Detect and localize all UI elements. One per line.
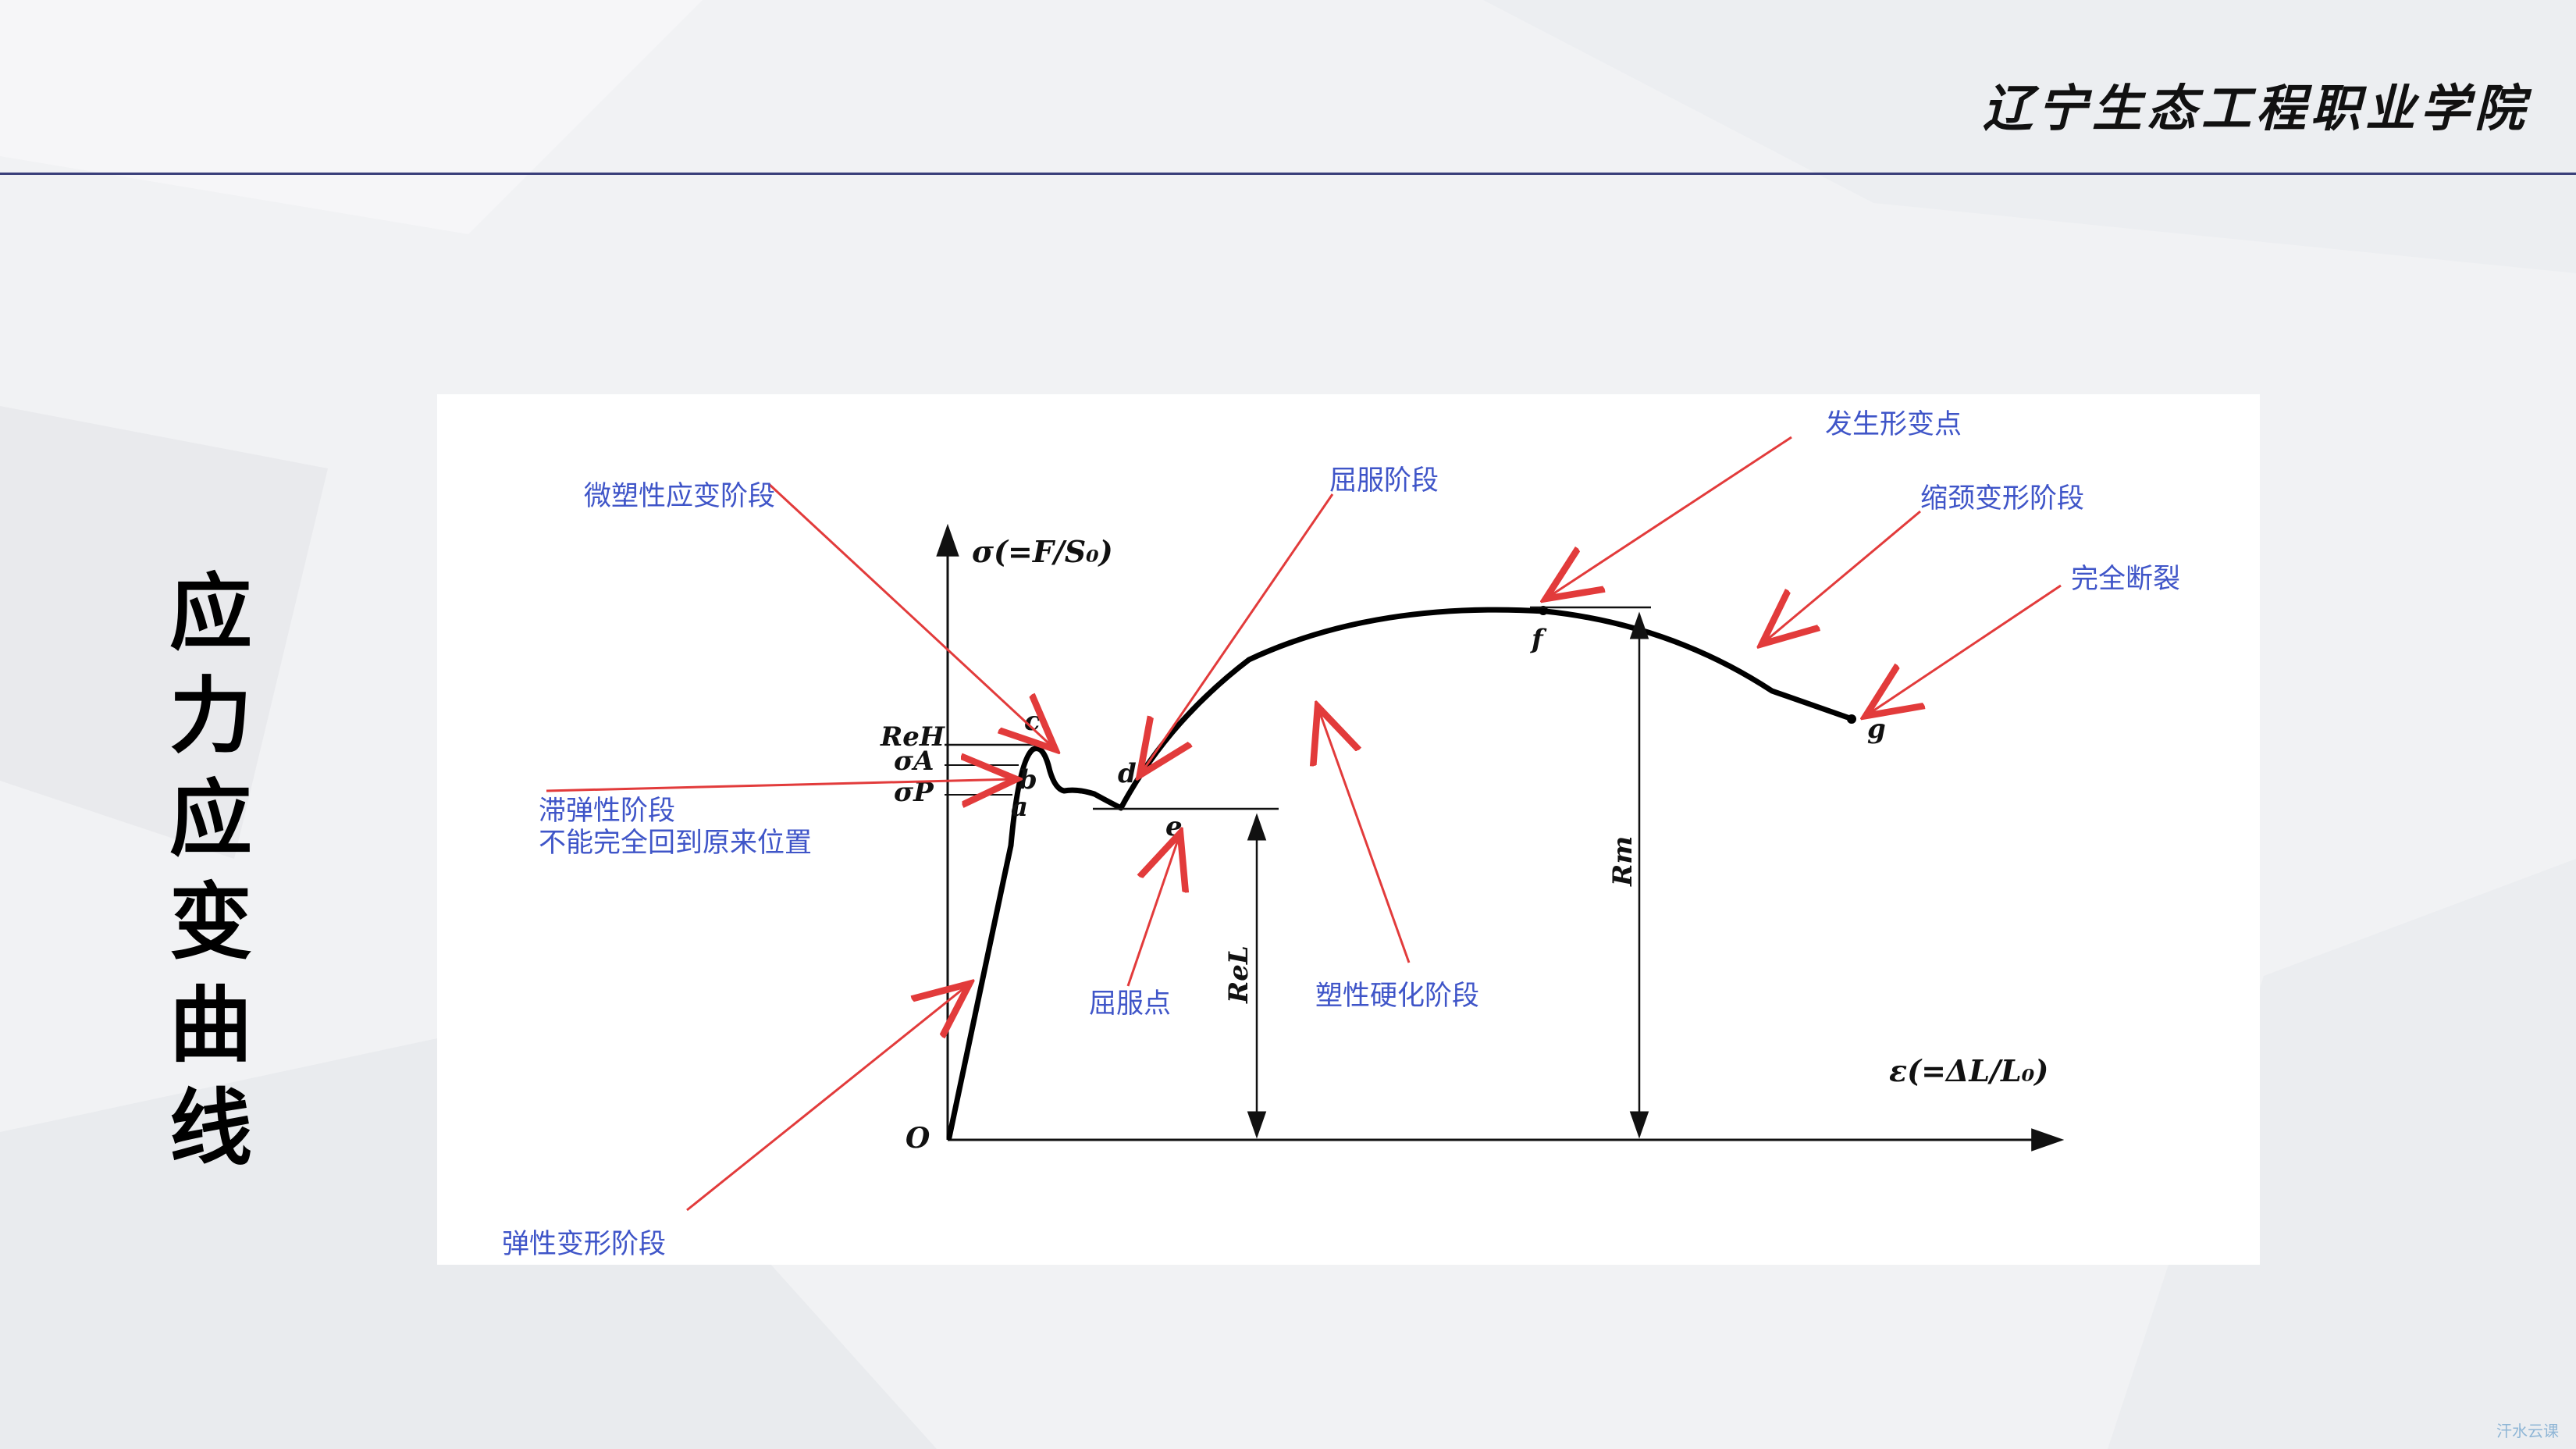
y-axis-label: σ(=F/S₀): [972, 534, 1113, 569]
annotation-deformation-point: 发生形变点: [1825, 409, 1962, 440]
sigma-a-label: σA: [894, 746, 934, 777]
diagram-svg: σ(=F/S₀) ε(=ΔL/L₀) O ReH σA σP ReL Rm a …: [502, 409, 2180, 1260]
point-a-label: a: [1011, 792, 1028, 823]
reh-label: ReH: [880, 721, 946, 753]
annotation-necking-stage: 缩颈变形阶段: [1920, 483, 2084, 514]
annotation-anelastic-1: 滞弹性阶段: [539, 796, 675, 827]
rel-label: ReL: [1223, 945, 1254, 1004]
annotation-yield-stage: 屈服阶段: [1329, 465, 1439, 497]
watermark: 汗水云课: [2496, 1422, 2559, 1440]
annotation-micro-plastic: 微塑性应变阶段: [584, 481, 775, 512]
origin-label: O: [906, 1122, 930, 1155]
annotation-fracture: 完全断裂: [2071, 564, 2180, 595]
header-rule: [0, 173, 2576, 175]
annotation-hardening-stage: 塑性硬化阶段: [1315, 981, 1479, 1012]
page-title: 应力应变曲线: [169, 565, 252, 1177]
point-d-label: d: [1118, 758, 1137, 789]
rm-label: Rm: [1607, 836, 1638, 887]
stress-strain-diagram: σ(=F/S₀) ε(=ΔL/L₀) O ReH σA σP ReL Rm a …: [437, 394, 2260, 1265]
stress-strain-curve: [946, 607, 1853, 1141]
x-axis-label: ε(=ΔL/L₀): [1889, 1053, 2048, 1088]
point-g-marker: [1847, 714, 1856, 724]
point-g-label: g: [1867, 714, 1886, 745]
annotation-yield-point: 屈服点: [1089, 988, 1171, 1020]
annotation-arrows: [546, 436, 2062, 1212]
annotation-elastic-stage: 弹性变形阶段: [502, 1229, 666, 1260]
point-b-label: b: [1019, 764, 1037, 796]
annotation-anelastic-2: 不能完全回到原来位置: [539, 828, 812, 859]
point-f-label: f: [1530, 624, 1547, 655]
school-name: 辽宁生态工程职业学院: [1983, 80, 2529, 138]
